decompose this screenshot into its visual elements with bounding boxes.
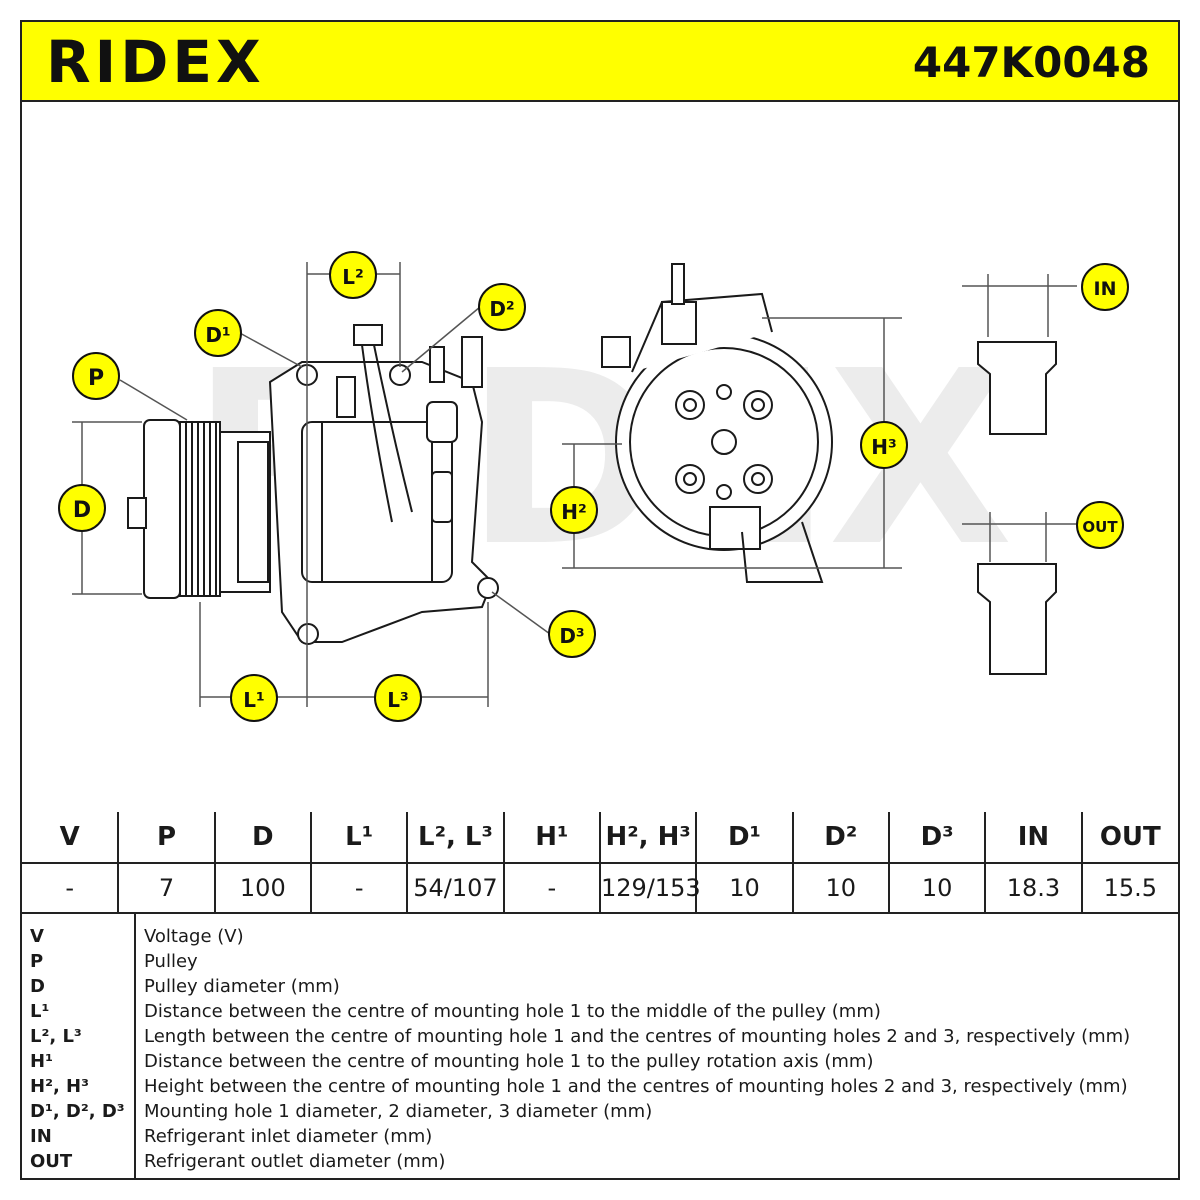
spec-value-cell: 7 (118, 863, 216, 914)
header-bar: RIDEX 447K0048 (22, 22, 1178, 102)
legend-abbr: H², H³ (30, 1076, 90, 1097)
spec-value-cell: 100 (214, 863, 312, 914)
legend-desc: Distance between the centre of mounting … (144, 1001, 881, 1022)
spec-value-row: - 7 100 - 54/107 - 129/153 10 10 10 18.3… (22, 863, 1178, 914)
legend-abbr: P (30, 951, 44, 972)
callout-L1: L¹ (230, 674, 278, 722)
spec-header-cell: D³ (888, 812, 987, 864)
spec-value-cell: 15.5 (1081, 863, 1178, 914)
legend-row: V Voltage (V) (22, 924, 1178, 949)
legend-desc: Height between the centre of mounting ho… (144, 1076, 1128, 1097)
callout-H3: H³ (860, 421, 908, 469)
brand-logo: RIDEX (46, 28, 265, 96)
legend-abbr: D (30, 976, 45, 997)
datasheet: RIDEX 447K0048 RIDEX (20, 20, 1180, 1180)
svg-text:L¹: L¹ (243, 688, 265, 712)
compressor-rear-view (601, 263, 833, 583)
spec-header-cell: D² (792, 812, 890, 864)
part-number: 447K0048 (912, 38, 1150, 87)
callout-D3: D³ (548, 610, 596, 658)
svg-text:IN: IN (1094, 278, 1117, 300)
spec-header-cell: V (22, 812, 120, 864)
spec-value-cell: 10 (888, 863, 987, 914)
specification-table: V P D L¹ L², L³ H¹ H², H³ D¹ D² D³ IN OU… (22, 812, 1178, 914)
callout-D1: D¹ (194, 309, 242, 357)
callout-OUT: OUT (1076, 501, 1124, 549)
legend-desc: Length between the centre of mounting ho… (144, 1026, 1131, 1047)
callout-L3: L³ (374, 674, 422, 722)
legend-abbr: IN (30, 1126, 52, 1147)
callout-P: P (72, 352, 120, 400)
technical-drawing: RIDEX (22, 102, 1178, 812)
legend-row: IN Refrigerant inlet diameter (mm) (22, 1124, 1178, 1149)
legend-desc: Mounting hole 1 diameter, 2 diameter, 3 … (144, 1101, 653, 1122)
legend-row: H¹ Distance between the centre of mounti… (22, 1049, 1178, 1074)
callout-D2: D² (478, 283, 526, 331)
spec-header-cell: L¹ (310, 812, 409, 864)
callout-D: D (58, 484, 106, 532)
svg-text:H²: H² (561, 500, 587, 524)
callout-L2: L² (329, 251, 377, 299)
svg-text:L³: L³ (387, 688, 409, 712)
legend-abbr: L², L³ (30, 1026, 82, 1047)
spec-value-cell: - (503, 863, 601, 914)
spec-header-cell: D (214, 812, 312, 864)
svg-text:D³: D³ (559, 624, 584, 648)
spec-value-cell: - (310, 863, 409, 914)
svg-text:P: P (88, 366, 104, 391)
spec-value-cell: 18.3 (985, 863, 1083, 914)
callout-H2: H² (550, 486, 598, 534)
legend-row: H², H³ Height between the centre of moun… (22, 1074, 1178, 1099)
spec-value-cell: 10 (696, 863, 794, 914)
svg-text:D¹: D¹ (205, 323, 230, 347)
spec-header-cell: L², L³ (407, 812, 505, 864)
svg-text:OUT: OUT (1082, 518, 1118, 536)
legend-abbr: L¹ (30, 1001, 50, 1022)
legend-desc: Pulley diameter (mm) (144, 976, 340, 997)
legend-desc: Distance between the centre of mounting … (144, 1051, 874, 1072)
spec-header-row: V P D L¹ L², L³ H¹ H², H³ D¹ D² D³ IN OU… (22, 812, 1178, 864)
legend-desc: Refrigerant outlet diameter (mm) (144, 1151, 446, 1172)
callout-IN: IN (1081, 263, 1129, 311)
legend: V Voltage (V) P Pulley D Pulley diameter… (22, 914, 1178, 1178)
legend-desc: Voltage (V) (144, 926, 244, 947)
legend-abbr: H¹ (30, 1051, 53, 1072)
legend-row: OUT Refrigerant outlet diameter (mm) (22, 1149, 1178, 1174)
spec-value-cell: - (22, 863, 120, 914)
legend-abbr: V (30, 926, 44, 947)
spec-value-cell: 54/107 (407, 863, 505, 914)
spec-header-cell: H², H³ (599, 812, 698, 864)
svg-text:D²: D² (489, 297, 514, 321)
spec-value-cell: 129/153 (599, 863, 701, 914)
legend-abbr: OUT (30, 1151, 73, 1172)
legend-row: D¹, D², D³ Mounting hole 1 diameter, 2 d… (22, 1099, 1178, 1124)
legend-row: D Pulley diameter (mm) (22, 974, 1178, 999)
svg-text:H³: H³ (871, 435, 897, 459)
legend-row: L², L³ Length between the centre of moun… (22, 1024, 1178, 1049)
svg-text:L²: L² (342, 265, 364, 289)
compressor-side-view (127, 324, 499, 645)
inlet-port (977, 341, 1057, 435)
spec-header-cell: H¹ (503, 812, 601, 864)
spec-header-cell: D¹ (696, 812, 794, 864)
legend-desc: Refrigerant inlet diameter (mm) (144, 1126, 433, 1147)
legend-row: P Pulley (22, 949, 1178, 974)
spec-header-cell: P (118, 812, 216, 864)
legend-divider (134, 914, 136, 1178)
outlet-port (977, 563, 1057, 675)
spec-header-cell: IN (985, 812, 1083, 864)
legend-desc: Pulley (144, 951, 198, 972)
legend-abbr: D¹, D², D³ (30, 1101, 125, 1122)
legend-row: L¹ Distance between the centre of mounti… (22, 999, 1178, 1024)
spec-header-cell: OUT (1081, 812, 1178, 864)
svg-text:D: D (73, 498, 91, 523)
spec-value-cell: 10 (792, 863, 890, 914)
